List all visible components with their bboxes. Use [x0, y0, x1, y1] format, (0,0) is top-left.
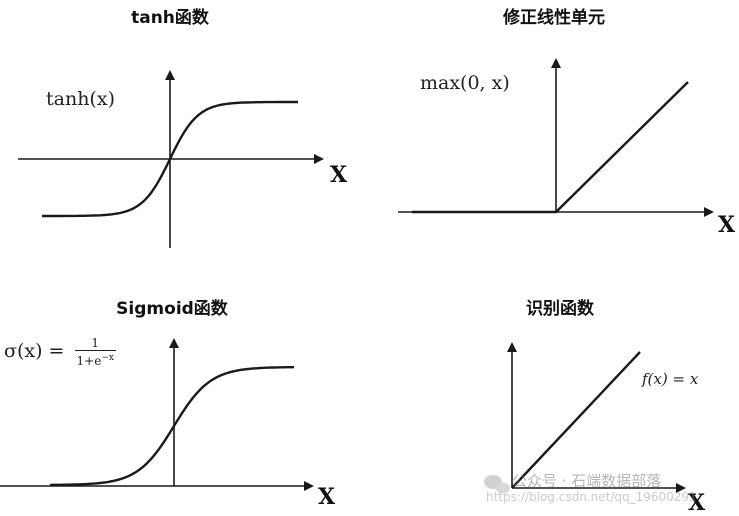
tanh-plot	[18, 70, 324, 248]
identity-line	[511, 351, 641, 489]
sigmoid-title: Sigmoid函数	[116, 299, 228, 319]
relu-title: 修正线性单元	[503, 8, 605, 28]
sigmoid-formula: σ(x) = 1 1+e−x	[4, 336, 116, 368]
sigmoid-fraction: 1 1+e−x	[74, 336, 116, 368]
identity-plot	[507, 342, 686, 493]
watermark-url: https://blog.csdn.net/qq_19600291	[486, 490, 697, 504]
watermark-account: 公众号 · 石端数据部落	[512, 472, 662, 490]
tanh-x-label: X	[330, 162, 348, 188]
tanh-formula: tanh(x)	[46, 88, 115, 110]
relu-x-label: X	[718, 212, 736, 238]
sigmoid-formula-lhs: σ(x) =	[4, 340, 65, 362]
relu-formula: max(0, x)	[420, 72, 510, 94]
relu-plot	[398, 58, 714, 217]
identity-x-label: X	[688, 490, 706, 516]
tanh-title: tanh函数	[131, 8, 209, 28]
wechat-icon	[484, 475, 510, 494]
sigmoid-curve	[50, 366, 294, 487]
sigmoid-numerator: 1	[74, 336, 116, 351]
sigmoid-x-label: X	[318, 484, 336, 510]
identity-title: 识别函数	[526, 299, 594, 319]
sigmoid-denominator: 1+e−x	[76, 353, 114, 368]
sigmoid-plot	[0, 338, 314, 491]
identity-formula: f(x) = x	[642, 370, 699, 388]
tanh-curve	[42, 100, 298, 218]
relu-line	[412, 81, 689, 214]
